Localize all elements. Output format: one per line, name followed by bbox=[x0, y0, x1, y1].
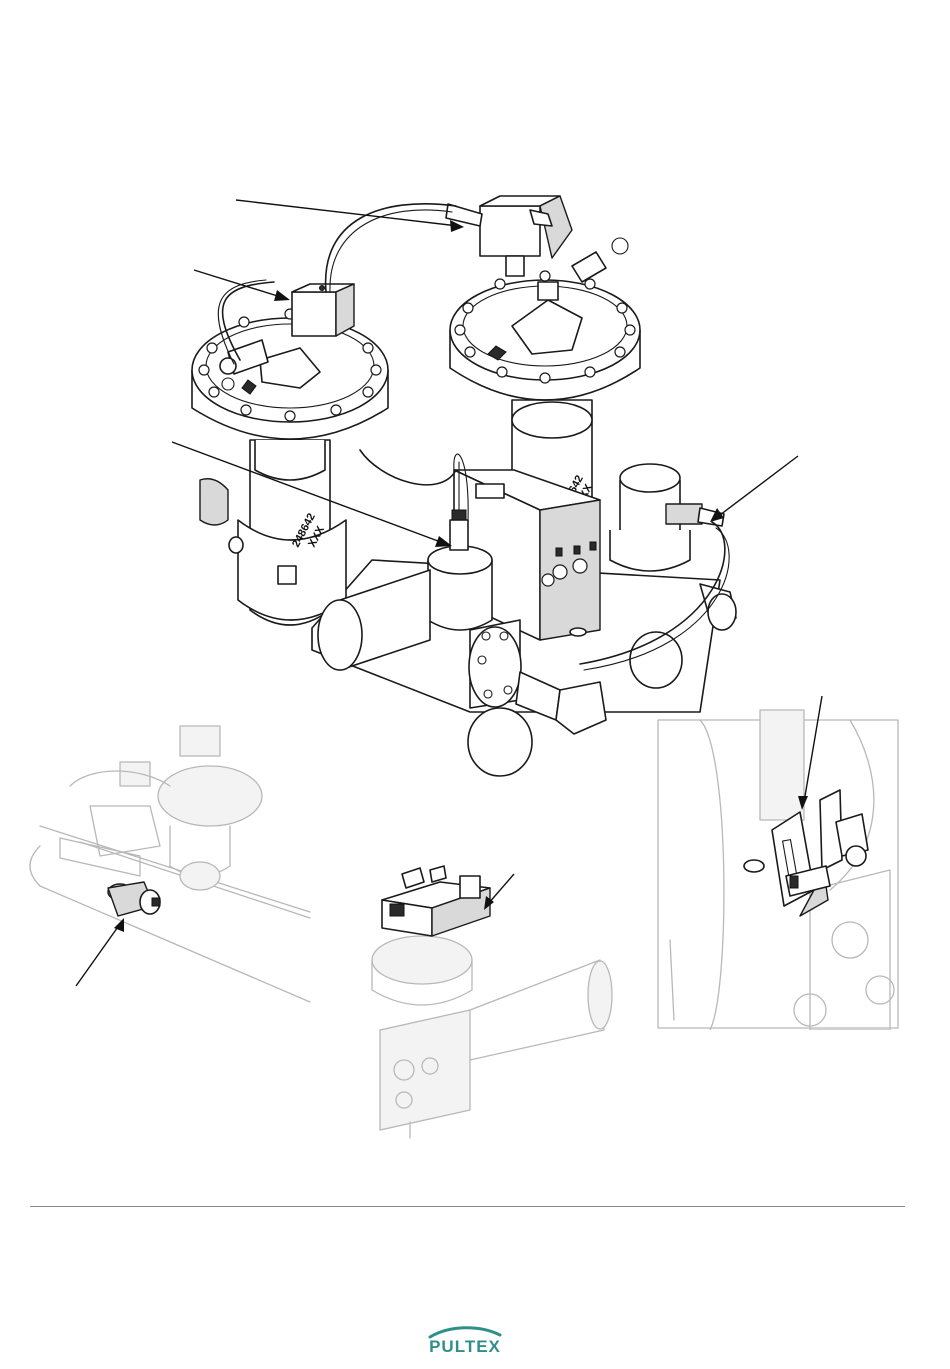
boom-pump-ghost bbox=[70, 726, 262, 890]
brand-logo: PULTEX bbox=[420, 1325, 510, 1359]
boom-proximity-sensor bbox=[108, 882, 160, 916]
main-pump-assembly-figure: 248642 XXX 248642 XXX bbox=[0, 0, 950, 800]
bracket-sensor-detail-figure bbox=[650, 690, 900, 1030]
right-flange-head bbox=[446, 196, 640, 400]
boom-sensor-detail-figure bbox=[20, 706, 320, 1006]
footer-rule bbox=[30, 1206, 905, 1207]
left-flange-head bbox=[192, 284, 388, 480]
right-sensor-canister bbox=[610, 464, 724, 571]
logo-text: PULTEX bbox=[420, 1337, 510, 1357]
valve-body-ghost bbox=[372, 936, 612, 1138]
valve-solenoid bbox=[382, 866, 490, 936]
valve-head-detail-figure bbox=[360, 860, 620, 1140]
